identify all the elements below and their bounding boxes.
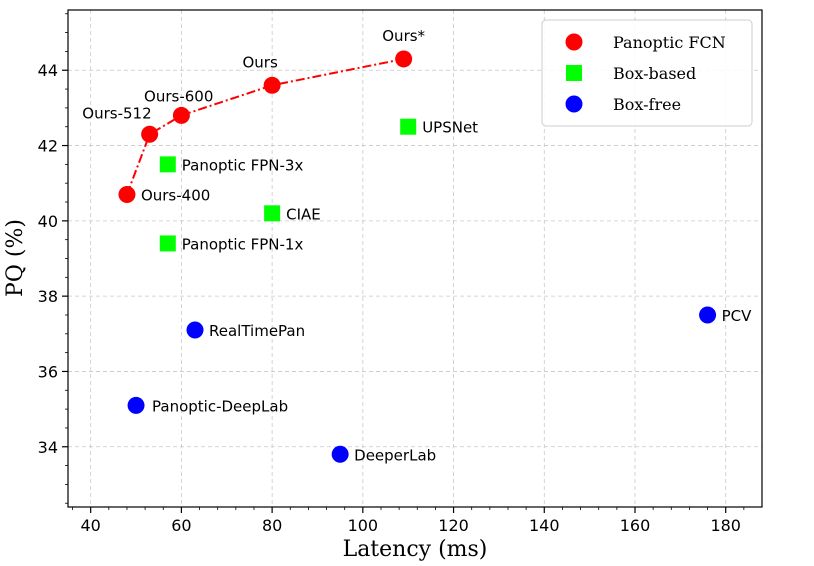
x-axis-title: Latency (ms) <box>343 537 488 562</box>
point-deeperlab <box>331 445 349 463</box>
x-tick-label: 40 <box>81 516 101 535</box>
y-tick-label: 36 <box>38 362 58 381</box>
point-panoptic-fpn-1x <box>159 235 176 252</box>
x-tick-label: 80 <box>262 516 282 535</box>
grid-lines <box>68 10 762 507</box>
point-label-ours-400: Ours-400 <box>141 186 210 204</box>
point-panoptic-fpn-3x <box>159 156 176 173</box>
legend-label-panoptic-fcn: Panoptic FCN <box>613 33 726 52</box>
y-tick-label: 42 <box>38 137 58 156</box>
point-label-panoptic-deeplab: Panoptic-DeepLab <box>152 397 288 415</box>
point-label-ours: Ours* <box>382 27 425 45</box>
point-panoptic-deeplab <box>127 396 145 414</box>
point-label-realtimepan: RealTimePan <box>209 322 305 340</box>
series-line <box>126 57 404 195</box>
legend-label-box-based: Box-based <box>613 64 696 83</box>
point-ours <box>395 50 413 68</box>
point-ours-400 <box>118 185 136 203</box>
x-tick-label: 140 <box>529 516 560 535</box>
x-tick-label: 60 <box>171 516 191 535</box>
legend-marker-box-free <box>565 95 583 113</box>
point-ciae <box>264 205 281 222</box>
axis-ticks: 40 60 80 100 120 140 160 180 34 36 38 40 42 44 <box>38 13 745 535</box>
point-label-ours-600: Ours-600 <box>144 87 213 105</box>
point-ours-600 <box>172 106 190 124</box>
x-tick-label: 180 <box>710 516 741 535</box>
y-tick-label: 44 <box>38 61 58 80</box>
point-label-deeperlab: DeeperLab <box>354 446 436 464</box>
legend-box <box>541 19 753 127</box>
legend-label-box-free: Box-free <box>613 95 681 114</box>
y-tick-label: 34 <box>38 438 58 457</box>
point-realtimepan <box>186 321 204 339</box>
point-label-ciae: CIAE <box>286 205 321 223</box>
point-ours-512 <box>141 125 159 143</box>
point-upsnet <box>400 118 417 135</box>
point-label-ours: Ours <box>242 53 277 71</box>
legend-marker-panoptic-fcn <box>565 33 583 51</box>
point-label-ours-512: Ours-512 <box>82 104 151 122</box>
point-label-pcv: PCV <box>722 307 753 325</box>
x-tick-label: 120 <box>438 516 469 535</box>
data-series: Ours-400Ours-512Ours-600OursOurs*UPSNetP… <box>82 27 752 464</box>
point-label-upsnet: UPSNet <box>422 119 478 137</box>
y-tick-label: 40 <box>38 212 58 231</box>
point-label-panoptic-fpn-1x: Panoptic FPN-1x <box>182 235 304 253</box>
legend-marker-box-based <box>566 65 582 81</box>
point-label-panoptic-fpn-3x: Panoptic FPN-3x <box>182 156 304 174</box>
point-ours <box>263 76 281 94</box>
x-tick-label: 160 <box>620 516 651 535</box>
x-tick-label: 100 <box>348 516 379 535</box>
point-pcv <box>699 306 717 324</box>
y-axis-title: PQ (%) <box>3 219 28 297</box>
y-tick-label: 38 <box>38 287 58 306</box>
